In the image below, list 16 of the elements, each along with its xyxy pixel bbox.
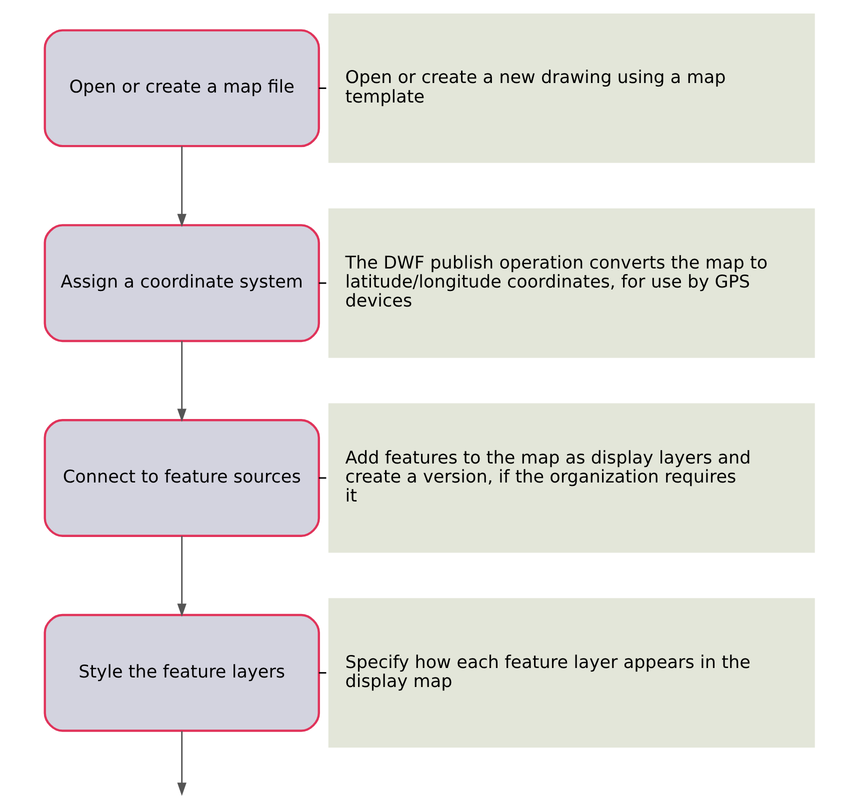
node-box: Style the feature layers	[44, 614, 320, 732]
arrow	[177, 731, 186, 796]
arrow	[177, 146, 186, 228]
node-box: Specify how each feature layer appears in the display map	[328, 598, 815, 748]
node-box: Open or create a map file	[44, 29, 320, 148]
connector	[318, 672, 329, 674]
node-box: The DWF publish operation converts the map to latitude/longitude coordinates, for use by GPS devices	[328, 208, 815, 358]
connector	[318, 477, 329, 479]
connector	[318, 282, 329, 284]
connector	[318, 87, 329, 89]
node-box: Add features to the map as display layers and create a version, if the organization requires it	[328, 403, 815, 553]
node-box: Assign a coordinate system	[44, 224, 320, 342]
node-box: Open or create a new drawing using a map template	[328, 13, 815, 163]
arrow	[177, 341, 186, 422]
arrow	[177, 536, 186, 617]
node-box: Connect to feature sources	[44, 418, 320, 537]
